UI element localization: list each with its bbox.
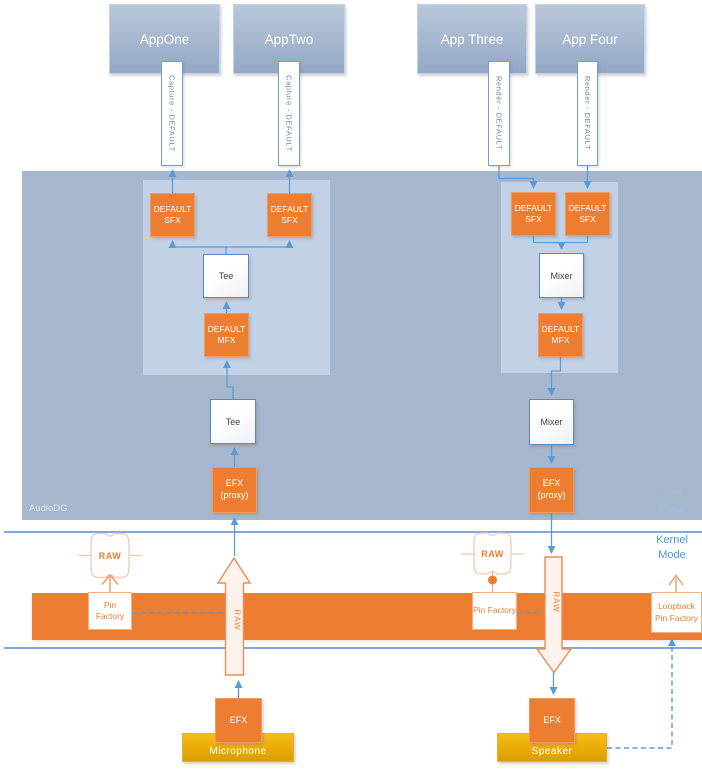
capture-pin-factory-box: Pin Factory	[88, 592, 132, 630]
render-efx-proxy-box: EFX (proxy)	[529, 467, 574, 513]
render-raw-badge-label: RAW	[481, 548, 504, 559]
kernel-mode-label: Kernel Mode	[656, 534, 688, 561]
render-stream-label-2: Render - DEFAULT	[583, 76, 592, 151]
render-connectors	[498, 166, 592, 695]
kernel-streaming-band	[32, 593, 702, 640]
render-stream-pipe-1: Render - DEFAULT	[488, 61, 510, 166]
app-one-label: AppOne	[139, 31, 190, 47]
capture-stream-pipe-1: Capture - DEFAULT	[161, 61, 183, 166]
audiodg-label: AudioDG	[29, 503, 68, 514]
capture-raw-badge-shape	[90, 532, 130, 579]
raw-down-arrow-label: RAW	[552, 591, 561, 612]
loopback-pin-factory-box: Loopback Pin Factory	[651, 592, 702, 633]
microphone-efx-box: EFX	[215, 698, 262, 743]
render-stream-pipe-2: Render - DEFAULT	[577, 61, 598, 166]
capture-stream-label-2: Capture - DEFAULT	[284, 75, 294, 152]
capture-raw-badge-label: RAW	[98, 550, 122, 561]
capture-mfx-box: DEFAULT MFX	[204, 313, 249, 357]
capture-connectors	[168, 169, 294, 698]
render-pin-factory-box: Pin Factory	[472, 592, 517, 630]
render-sfx-left-box: DEFAULT SFX	[511, 192, 556, 236]
speaker-efx-box: EFX	[529, 698, 575, 743]
capture-stream-label-1: Capture - DEFAULT	[167, 75, 177, 152]
app-three-label: App Three	[440, 31, 504, 47]
raw-arrows: RAW RAW	[216, 556, 573, 676]
render-stream-label-1: Render - DEFAULT	[494, 76, 504, 151]
render-raw-badge-shape	[473, 532, 512, 575]
render-pin-dot-icon	[488, 575, 497, 585]
render-mfx-box: DEFAULT MFX	[538, 313, 583, 357]
raw-badges	[78, 532, 524, 579]
render-sfx-right-box: DEFAULT SFX	[565, 192, 610, 236]
capture-tee-inner-box: Tee	[203, 254, 249, 298]
orange-decorations	[101, 571, 684, 592]
capture-pin-open-arrow	[101, 573, 119, 592]
app-two-label: AppTwo	[264, 31, 314, 47]
render-mixer-outer-box: Mixer	[529, 399, 574, 445]
capture-sfx-right-box: DEFAULT SFX	[267, 193, 312, 237]
capture-stream-pipe-2: Capture - DEFAULT	[278, 61, 300, 166]
render-mixer-inner-box: Mixer	[539, 253, 584, 298]
app-four-label: App Four	[562, 31, 618, 47]
raw-down-arrow	[535, 556, 573, 674]
capture-tee-outer-box: Tee	[210, 399, 256, 444]
loopback-open-arrow	[668, 574, 684, 592]
capture-efx-proxy-box: EFX (proxy)	[212, 467, 257, 513]
app-three-box: App Three	[417, 4, 527, 74]
kernel-lower-divider-line	[4, 647, 702, 649]
dashed-links	[132, 612, 676, 749]
raw-up-arrow-label: RAW	[233, 609, 242, 630]
raw-up-arrow	[216, 556, 252, 676]
capture-sfx-left-box: DEFAULT SFX	[150, 193, 195, 237]
user-kernel-divider-line	[4, 531, 702, 533]
user-mode-label: User Mode	[658, 488, 686, 515]
